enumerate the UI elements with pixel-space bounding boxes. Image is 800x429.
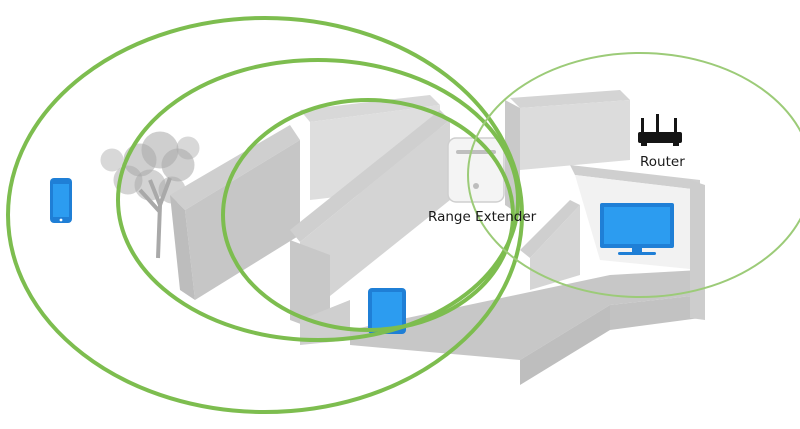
right-outer-wall [690,180,705,320]
tv-monitor-icon [600,203,674,255]
extender-signal-ring-inner [221,98,515,332]
router-icon [638,114,682,146]
extender-signal-ring-outer [6,16,524,414]
front-room-wall [290,240,330,335]
tablet-icon [368,288,406,334]
extender-signal-ring-middle [116,58,520,342]
smartphone-icon [50,178,72,223]
signal-coverage-rings [6,16,800,414]
right-inner-wall [570,165,700,190]
router-signal-ring [467,52,800,298]
range-extender-label: Range Extender [428,209,537,225]
router-label: Router [640,154,685,170]
range-extender-icon [447,137,505,203]
right-back-wall [510,90,630,108]
inner-partition [290,110,450,242]
front-wall [350,270,700,360]
